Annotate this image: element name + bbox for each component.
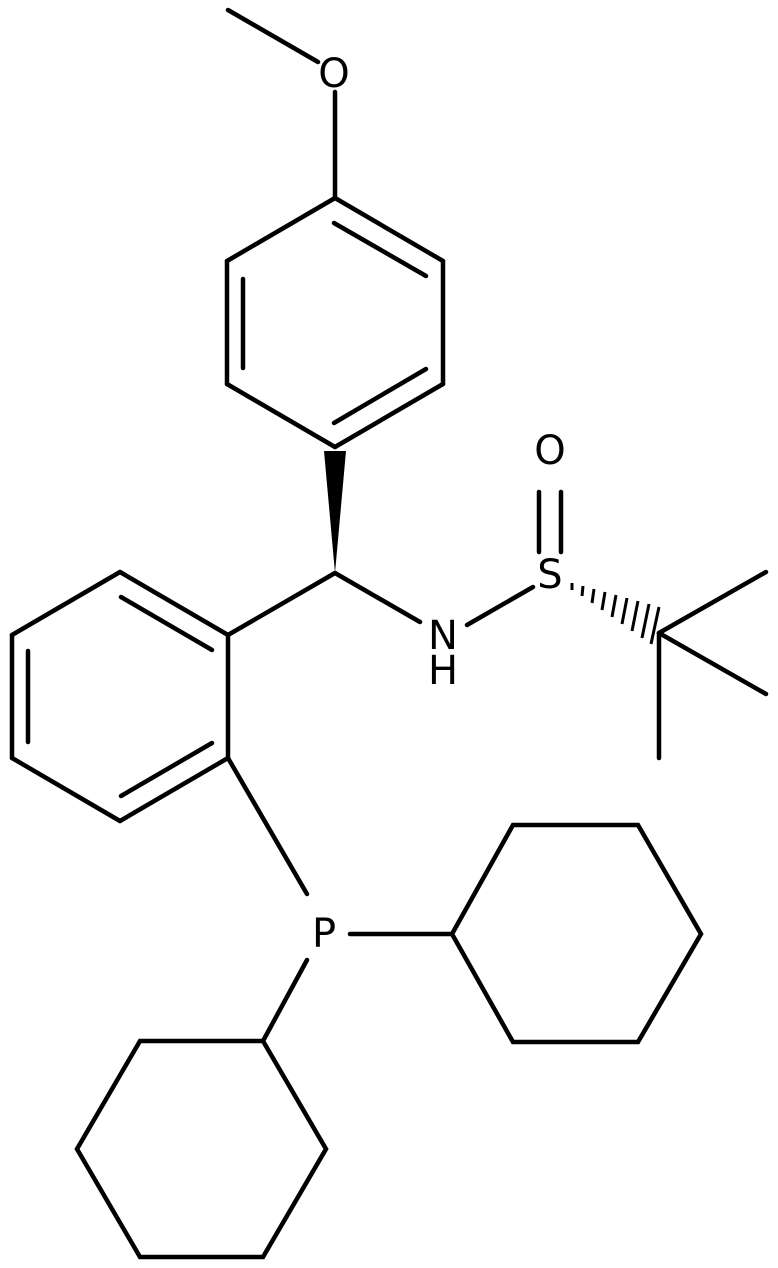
stereo-hash-bond	[570, 583, 661, 645]
stereo-wedge-bond	[324, 451, 346, 573]
sulfur-label: S	[537, 552, 562, 598]
methoxy-oxygen-label: O	[318, 51, 349, 97]
bond-phenylene-p	[225, 755, 310, 897]
phosphorus-label: P	[312, 911, 336, 957]
nitrogen-hydrogen-label: H	[428, 648, 458, 694]
bond-n-s	[464, 584, 536, 628]
bond-tbu-methyl-2	[656, 630, 769, 697]
nitrogen-label: N	[428, 613, 458, 659]
bond-p-cyclohexyl-left	[260, 957, 310, 1044]
bond-methine-n	[332, 570, 423, 625]
cyclohexyl-ring-left	[74, 1038, 329, 1260]
methoxyphenyl-ring	[224, 195, 446, 450]
sulfinyl-oxygen-label: O	[534, 428, 565, 474]
bond-methyl-methoxy-o	[225, 7, 321, 65]
bond-methine-phenylene	[225, 570, 338, 638]
cyclohexyl-ring-right	[449, 822, 704, 1045]
phenylene-ring	[9, 569, 231, 824]
bond-tbu-methyl-1	[656, 569, 769, 636]
